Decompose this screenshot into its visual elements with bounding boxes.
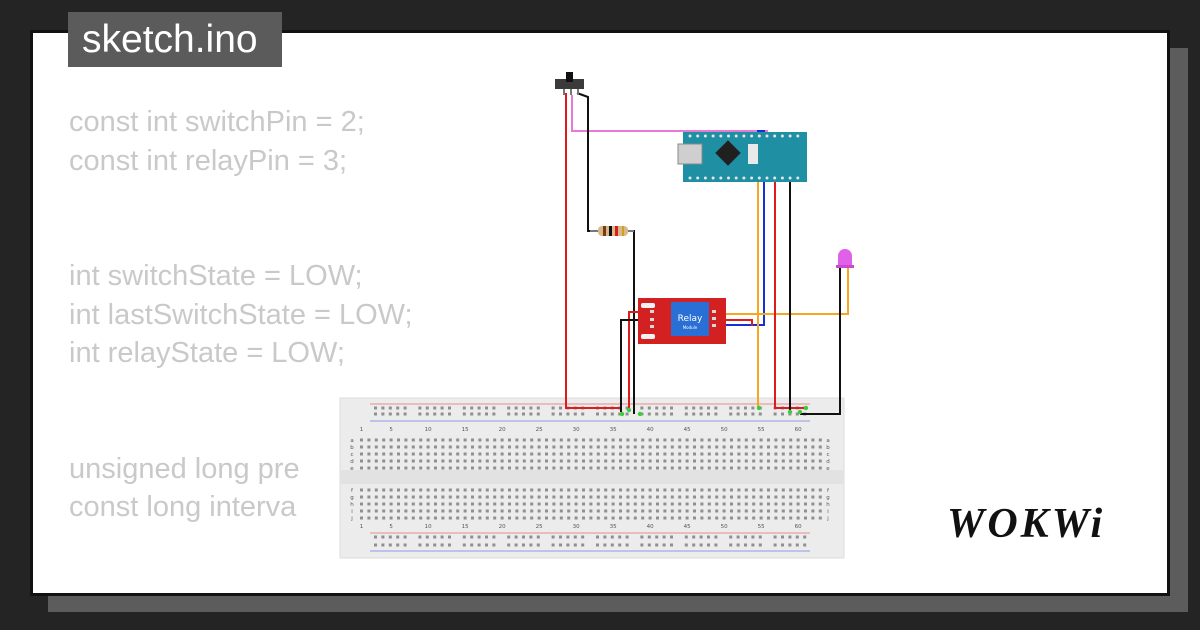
- row-letter: c: [826, 452, 829, 458]
- row-letter: f: [351, 488, 354, 494]
- column-number: 60: [795, 524, 802, 530]
- column-number: 5: [389, 524, 393, 530]
- row-letter: g: [350, 495, 354, 501]
- column-number: 20: [499, 427, 506, 433]
- column-number: 20: [499, 524, 506, 530]
- row-letter: g: [826, 495, 830, 501]
- column-number: 25: [536, 524, 543, 530]
- column-number: 40: [647, 524, 654, 530]
- breadboard-holes: [360, 438, 822, 520]
- code-line: unsigned long pre: [69, 452, 300, 485]
- column-number: 45: [684, 427, 691, 433]
- arduino-pins-top: [688, 134, 800, 138]
- row-letter: j: [350, 516, 353, 522]
- code-line: int lastSwitchState = LOW;: [69, 298, 413, 331]
- relay-label: Relay: [678, 314, 703, 324]
- resistor[interactable]: [590, 226, 634, 236]
- column-number: 50: [721, 524, 728, 530]
- sketch-title: sketch.ino: [68, 12, 282, 67]
- column-number: 25: [536, 427, 543, 433]
- code-preview: const int switchPin = 2; const int relay…: [69, 103, 413, 527]
- column-number: 10: [425, 427, 432, 433]
- code-line: const long interva: [69, 491, 297, 523]
- row-letter: h: [826, 502, 830, 508]
- wire-black-led: [800, 268, 841, 415]
- code-line: const int switchPin = 2;: [69, 106, 365, 138]
- column-number: 45: [684, 524, 691, 530]
- row-letter: i: [351, 509, 353, 515]
- column-number: 5: [389, 427, 393, 433]
- slide-switch[interactable]: [555, 72, 584, 95]
- arduino-nano[interactable]: [677, 132, 807, 182]
- code-line: int relayState = LOW;: [69, 337, 345, 369]
- row-letter: f: [827, 488, 830, 494]
- row-letter: e: [826, 466, 830, 472]
- row-letter: e: [350, 466, 354, 472]
- connection-points: [619, 405, 809, 417]
- row-letter: a: [350, 438, 353, 444]
- wire-red-arduino: [774, 178, 805, 409]
- row-letter: d: [350, 459, 354, 465]
- row-letter: j: [826, 516, 829, 522]
- breadboard-column-numbers: 1155101015152020252530303535404045455050…: [360, 427, 802, 530]
- wokwi-logo: WOKWi: [947, 501, 1106, 547]
- row-letter: a: [826, 438, 829, 444]
- column-number: 55: [758, 524, 765, 530]
- preview-card: const int switchPin = 2; const int relay…: [30, 30, 1170, 596]
- row-letter: b: [826, 445, 830, 451]
- row-letter: b: [350, 445, 354, 451]
- relay-sublabel: Module: [683, 325, 698, 330]
- led[interactable]: [836, 249, 854, 268]
- row-letter: i: [827, 509, 829, 515]
- column-number: 35: [610, 524, 617, 530]
- wire-orange-relay: [714, 268, 849, 315]
- column-number: 15: [462, 427, 469, 433]
- column-number: 1: [360, 427, 364, 433]
- relay-module[interactable]: Relay Module: [638, 298, 726, 344]
- column-number: 40: [647, 427, 654, 433]
- column-number: 15: [462, 524, 469, 530]
- row-letter: h: [350, 502, 354, 508]
- wire-pink: [571, 95, 768, 132]
- row-letter: c: [350, 452, 353, 458]
- wire-black-switch: [576, 92, 600, 232]
- wire-red-relay-out: [714, 319, 753, 326]
- arduino-pins-bottom: [688, 176, 800, 180]
- column-number: 1: [360, 524, 364, 530]
- row-letter: d: [826, 459, 830, 465]
- column-number: 35: [610, 427, 617, 433]
- wire-red-switch: [565, 93, 622, 409]
- breadboard[interactable]: 1155101015152020252530303535404045455050…: [339, 397, 845, 559]
- column-number: 10: [425, 524, 432, 530]
- column-number: 55: [758, 427, 765, 433]
- column-number: 50: [721, 427, 728, 433]
- column-number: 30: [573, 524, 580, 530]
- column-number: 60: [795, 427, 802, 433]
- code-line: int switchState = LOW;: [69, 260, 363, 292]
- column-number: 30: [573, 427, 580, 433]
- code-line: const int relayPin = 3;: [69, 144, 348, 177]
